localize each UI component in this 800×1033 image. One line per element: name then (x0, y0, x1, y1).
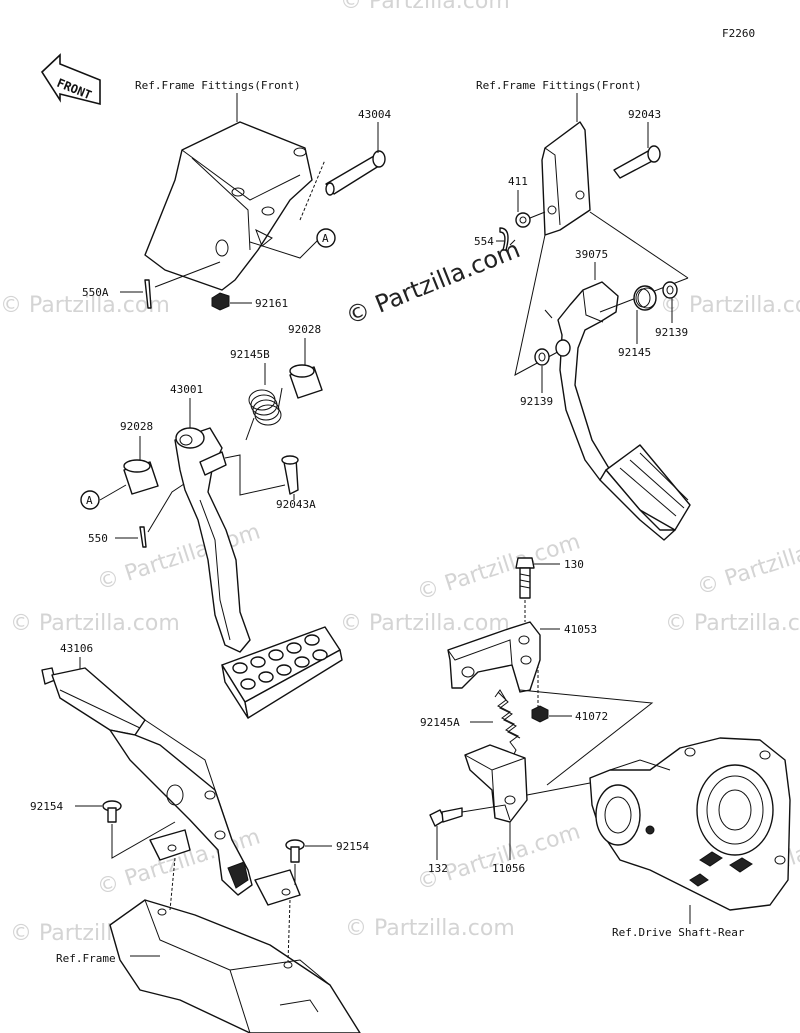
dashed-line (169, 857, 176, 911)
part-label-92145: 92145 (618, 346, 651, 359)
watermark: © Partzilla.com (414, 529, 583, 605)
callout-a-left-label: A (86, 494, 93, 507)
part-label-92154-a: 92154 (30, 800, 63, 813)
watermark: © Partzilla.com (0, 293, 170, 318)
bolt-132 (429, 807, 463, 827)
cotter-pin-550 (139, 526, 147, 548)
frame-section (109, 899, 361, 1033)
accelerator-bracket (541, 121, 591, 236)
brake-pedal-43001 (174, 427, 251, 653)
part-label-554: 554 (474, 235, 494, 248)
part-label-132: 132 (428, 862, 448, 875)
part-label-41053: 41053 (564, 623, 597, 636)
callout-a-left (80, 490, 100, 510)
part-label-92043a: 92043A (276, 498, 316, 511)
part-label-92028-b: 92028 (120, 420, 153, 433)
dashed-line (299, 159, 326, 221)
bushing-92028-b (123, 459, 159, 495)
figure-code: F2260 (722, 27, 755, 40)
part-label-550: 550 (88, 532, 108, 545)
part-label-92161: 92161 (255, 297, 288, 310)
spring-92145a (494, 689, 521, 759)
leader-line (529, 211, 546, 219)
pivot-pin-43004 (325, 150, 386, 196)
collar-pivot (555, 339, 571, 357)
drive-shaft-gearbox (589, 737, 791, 911)
part-label-92028-a: 92028 (288, 323, 321, 336)
watermark: © Partzilla.com (660, 293, 800, 318)
leader-line (544, 309, 553, 319)
ref-frame-fittings-left: Ref.Frame Fittings(Front) (135, 79, 301, 92)
part-label-411: 411 (508, 175, 528, 188)
part-label-41072: 41072 (575, 710, 608, 723)
bolt-130 (515, 557, 535, 599)
part-label-92154-b: 92154 (336, 840, 369, 853)
ref-frame: Ref.Frame (56, 952, 116, 965)
part-label-92139-a: 92139 (655, 326, 688, 339)
collar-92139-a (662, 281, 678, 299)
leader-line (147, 483, 185, 533)
part-label-11056: 11056 (492, 862, 525, 875)
leader-line (509, 239, 516, 246)
dashed-line (287, 899, 291, 963)
part-label-43106: 43106 (60, 642, 93, 655)
watermark: © Partzilla.com (340, 0, 510, 14)
nut-41072 (531, 705, 549, 723)
part-label-43001: 43001 (170, 383, 203, 396)
washer-411 (515, 212, 531, 228)
part-label-130: 130 (564, 558, 584, 571)
collar-hole (538, 352, 546, 362)
ref-frame-fittings-right: Ref.Frame Fittings(Front) (476, 79, 642, 92)
watermark: © Partzilla.com (414, 819, 583, 895)
spring-92145 (633, 285, 657, 311)
leader-line (249, 239, 319, 259)
ref-drive-shaft: Ref.Drive Shaft-Rear (612, 926, 745, 939)
leader-line (154, 261, 221, 288)
leader-line (224, 454, 286, 496)
bolt-92154-b (285, 839, 305, 863)
bolt-92154-a (102, 800, 122, 823)
brake-pedal-pad (221, 626, 343, 719)
accelerator-pedal-39075 (557, 281, 691, 541)
cotter-pin-550a (144, 279, 152, 309)
bushing-92028-a (289, 364, 323, 399)
part-label-92043: 92043 (628, 108, 661, 121)
part-label-92145b: 92145B (230, 348, 270, 361)
callout-a-top-label: A (322, 232, 329, 245)
leader-line (526, 782, 591, 796)
part-label-550a: 550A (82, 286, 109, 299)
collar-92139-b (534, 348, 550, 366)
front-arrow-icon: FRONT (40, 53, 101, 106)
leader-line (461, 804, 511, 821)
pin-92043 (613, 145, 661, 179)
pin-92043a (281, 455, 299, 495)
leader-line (519, 689, 654, 786)
watermark: © Partzilla.com (665, 611, 800, 636)
part-label-43004: 43004 (358, 108, 391, 121)
part-label-39075: 39075 (575, 248, 608, 261)
leader-line (99, 484, 127, 501)
watermark: © Partzilla.com (10, 611, 180, 636)
clip-554 (499, 227, 509, 251)
watermark: © Partzilla.com (340, 611, 510, 636)
nut-92161 (211, 292, 230, 311)
leader-line (589, 211, 689, 279)
watermark: © Partzilla.com (694, 524, 800, 600)
part-label-92139-b: 92139 (520, 395, 553, 408)
parking-brake-lever-43106 (41, 667, 301, 906)
callout-a-top (316, 228, 336, 248)
washer-hole (519, 216, 527, 224)
partzilla-watermark: © Partzilla.com (342, 235, 524, 330)
bracket-41053 (447, 621, 541, 693)
spring-92145b (245, 387, 283, 441)
collar-hole (666, 285, 674, 295)
leader-line (111, 821, 176, 859)
pedal-bracket (144, 121, 313, 291)
watermark: © Partzilla.com (345, 916, 515, 941)
part-label-92145a: 92145A (420, 716, 460, 729)
